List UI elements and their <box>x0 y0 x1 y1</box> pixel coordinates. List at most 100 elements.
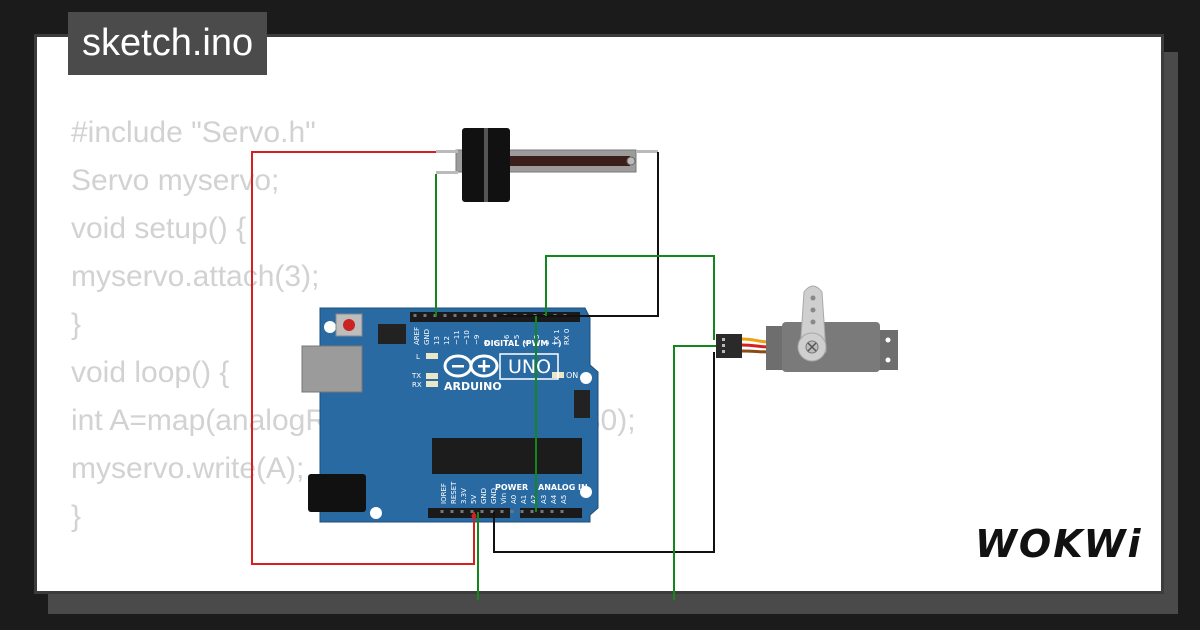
uno-frame <box>499 353 559 380</box>
header-pin[interactable] <box>500 510 504 513</box>
header-pin[interactable] <box>480 510 484 513</box>
pot-pin <box>436 171 458 174</box>
header-pin[interactable] <box>473 314 477 317</box>
power-label: POWER <box>495 483 528 492</box>
led-tx <box>426 373 438 379</box>
header-pin[interactable] <box>550 510 554 513</box>
header-pin[interactable] <box>443 314 447 317</box>
led-l-label: L <box>416 353 420 361</box>
power-jack <box>308 474 366 512</box>
pin-label: ~11 <box>453 330 461 345</box>
servo-ground-wire <box>741 349 771 354</box>
code-line: myservo.attach(3); <box>71 260 320 293</box>
header-pin[interactable] <box>423 314 427 317</box>
header-pin[interactable] <box>530 510 534 513</box>
header-pin[interactable] <box>493 314 497 317</box>
code-line: #include "Servo.h" <box>71 116 316 149</box>
pin-label: TX 1 <box>553 329 561 346</box>
digital-label: DIGITAL (PWM ~) <box>484 339 562 348</box>
pin-label: 3.3V <box>460 488 468 504</box>
servo-body <box>782 322 880 372</box>
code-line: void setup() { <box>71 212 247 245</box>
pin-label: ~5 <box>513 335 521 345</box>
servo-power-wire <box>741 343 771 349</box>
wire-pin3-to-servo[interactable] <box>545 255 715 340</box>
wire-5v-to-pot[interactable] <box>251 151 475 565</box>
wires <box>251 151 716 600</box>
power-header <box>428 508 510 518</box>
header-pin[interactable] <box>450 510 454 513</box>
header-pin[interactable] <box>470 510 474 513</box>
wokwi-logo: WOKWi <box>975 522 1143 566</box>
code-line: } <box>71 308 82 341</box>
header-pin[interactable] <box>463 314 467 317</box>
header-pin[interactable] <box>560 510 564 513</box>
wire-servo-power[interactable] <box>673 345 716 600</box>
board-name: UNO <box>508 356 551 378</box>
pin-label: ~9 <box>473 335 481 345</box>
usb-connector <box>301 345 363 393</box>
atmega-chip <box>432 438 582 474</box>
pot-track <box>510 156 630 166</box>
pin-label: GND <box>423 329 431 345</box>
header-pin[interactable] <box>540 510 544 513</box>
pin-label: 12 <box>443 336 451 345</box>
led-rx <box>426 381 438 387</box>
header-pin[interactable] <box>460 510 464 513</box>
on-label: ON <box>566 371 578 380</box>
header-pin[interactable] <box>413 314 417 317</box>
servo-connector <box>716 334 742 358</box>
led-rx-label: RX <box>412 381 422 389</box>
pin-label: A1 <box>520 495 528 504</box>
code-line: } <box>71 500 82 533</box>
slide-potentiometer[interactable] <box>436 128 658 202</box>
code-line: myservo.write(A); <box>71 452 305 485</box>
pin-label: ~6 <box>503 334 511 345</box>
header-pin[interactable] <box>510 510 514 513</box>
pin-label: GND <box>490 488 498 504</box>
led-l <box>426 353 438 359</box>
pin-label: A2 <box>530 495 538 504</box>
pin-label: GND <box>480 488 488 504</box>
servo-signal-wire <box>741 337 771 344</box>
servo-mount-right <box>876 330 898 370</box>
pin-label: 13 <box>433 336 441 345</box>
pot-pin <box>636 150 658 153</box>
file-tab[interactable]: sketch.ino <box>68 12 268 75</box>
pin-label: A4 <box>550 494 558 504</box>
icsp-header-2 <box>574 390 590 418</box>
pin-label: 4 <box>523 340 531 345</box>
header-pin[interactable] <box>520 510 524 513</box>
header-pin[interactable] <box>490 510 494 513</box>
pin-label: A0 <box>510 495 518 504</box>
pin-label: A5 <box>560 495 568 504</box>
pot-screw <box>626 156 636 166</box>
project-card: #include "Servo.h" Servo myservo; void s… <box>34 34 1164 594</box>
pin-label: RESET <box>450 481 458 504</box>
header-pin[interactable] <box>440 510 444 513</box>
servo-mount-left <box>766 326 786 370</box>
board-brand: ARDUINO <box>444 380 502 393</box>
wire-pot-to-pin[interactable] <box>498 152 659 317</box>
reset-button-cap <box>343 319 355 331</box>
header-pin[interactable] <box>453 314 457 317</box>
header-pin[interactable] <box>483 314 487 317</box>
pin-label: 7 <box>493 341 501 345</box>
mounting-hole <box>580 486 592 498</box>
arduino-infinity-logo <box>443 354 499 378</box>
pin-label: Vin <box>500 493 508 504</box>
wire-gnd-to-servo[interactable] <box>493 352 715 553</box>
servo-motor[interactable] <box>716 285 898 372</box>
pot-knob-divider <box>484 128 488 202</box>
pin-label: IOREF <box>440 483 448 504</box>
pin-label: RX 0 <box>563 329 571 345</box>
analog-label: ANALOG IN <box>538 483 588 492</box>
mounting-hole <box>324 321 336 333</box>
arduino-uno-board[interactable]: UNO ARDUINO DIGITAL (PWM ~) POWER ANALOG… <box>301 307 599 523</box>
pin-label: 2 <box>543 341 551 345</box>
pin-label: 8 <box>483 341 491 345</box>
pin-label: ~10 <box>463 330 471 345</box>
code-line: Servo myservo; <box>71 164 280 197</box>
